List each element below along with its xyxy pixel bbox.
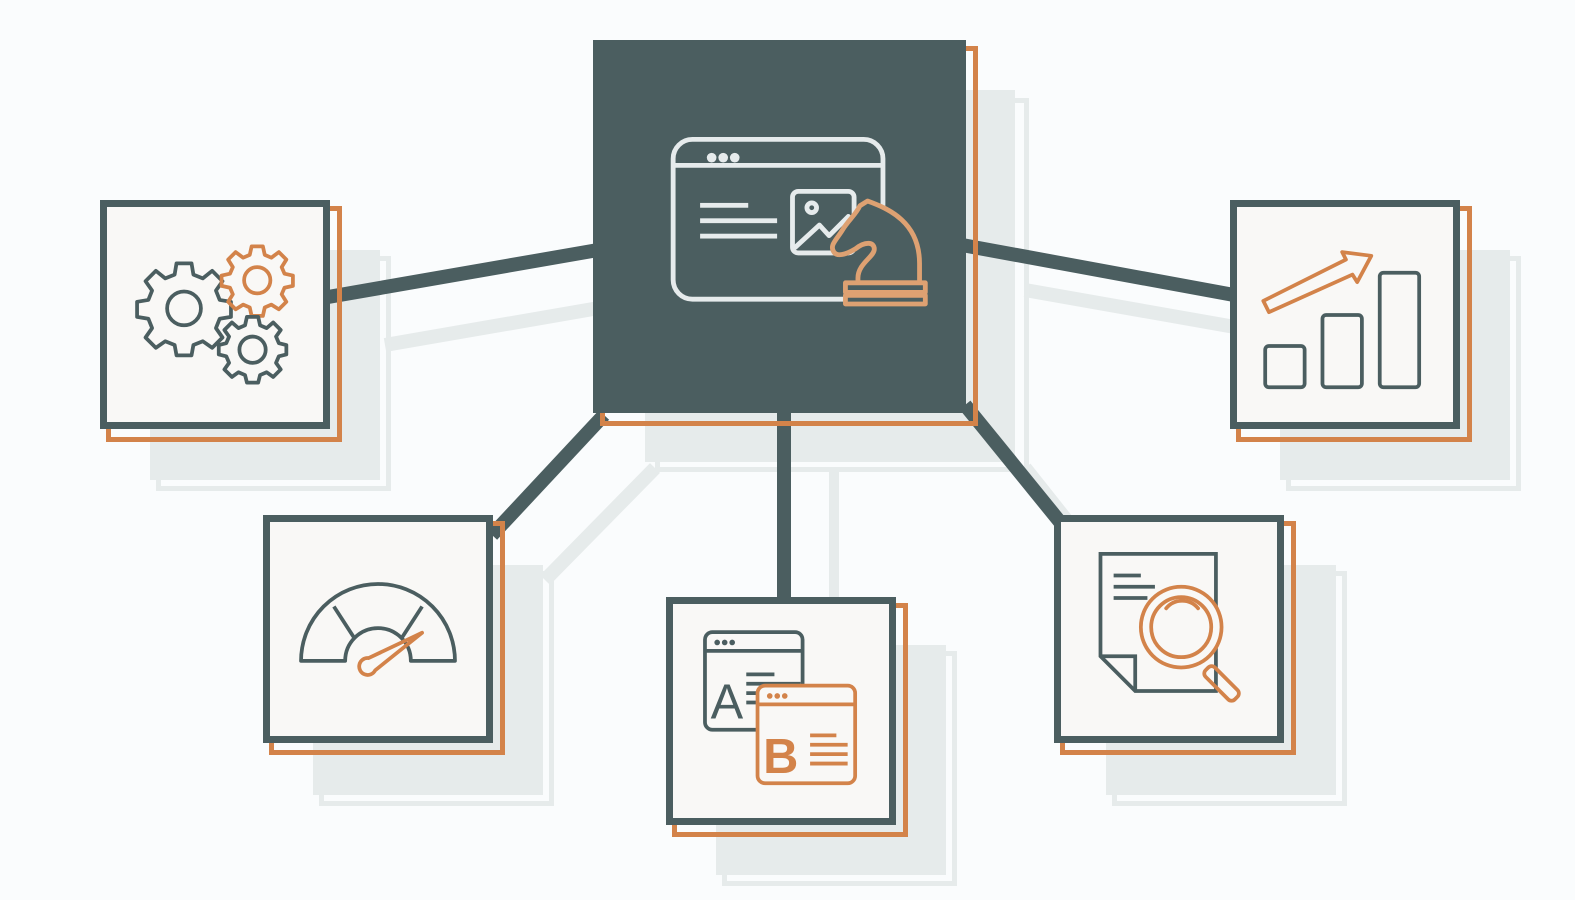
web-page-strategy-icon (670, 136, 928, 307)
gears-icon (135, 244, 295, 385)
speedometer-icon (299, 582, 457, 677)
ab-test-icon: A B (703, 630, 858, 786)
connector-settings (326, 243, 600, 304)
speedometer-needle (357, 630, 424, 677)
variant-a-letter: A (711, 676, 744, 730)
growth-chart-icon (1261, 250, 1422, 390)
connector-search (959, 400, 1066, 527)
connector-growth (960, 238, 1236, 302)
connector-speed (486, 410, 610, 540)
document-search-icon (1098, 552, 1241, 703)
variant-b-letter: B (763, 730, 798, 784)
